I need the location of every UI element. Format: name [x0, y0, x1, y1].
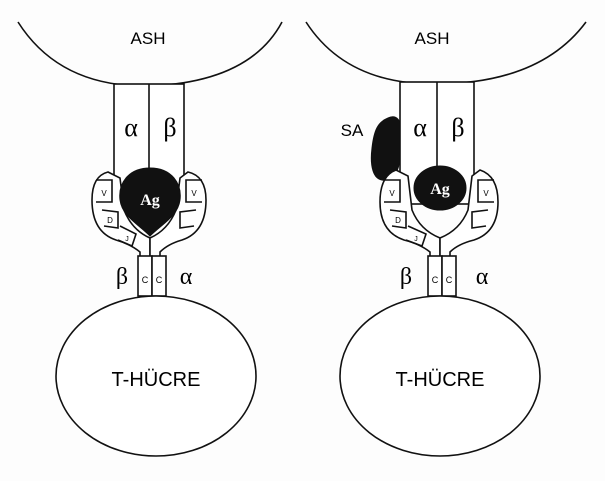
right-mhc-alpha: α	[413, 113, 427, 142]
left-v-label-left: V	[101, 189, 107, 198]
right-j-label: J	[414, 236, 418, 243]
left-d-label: D	[107, 216, 113, 225]
right-c-label-left: C	[432, 275, 439, 285]
right-sa-label: SA	[341, 121, 364, 140]
right-lower-alpha: α	[476, 264, 489, 290]
left-t-cell-label: T-HÜCRE	[112, 369, 201, 391]
right-d-label: D	[395, 216, 401, 225]
left-mhc-alpha: α	[124, 113, 138, 142]
left-c-label-left: C	[142, 275, 149, 285]
right-panel: ASH SA α β V V D J Ag C C β α T-HÜCRE	[306, 22, 586, 456]
right-lower-beta: β	[400, 264, 412, 290]
left-lower-beta: β	[116, 264, 128, 290]
right-antigen-label: Ag	[430, 181, 450, 198]
left-c-label-right: C	[156, 275, 163, 285]
left-j-label: J	[125, 236, 129, 243]
left-mhc-beta: β	[163, 113, 176, 142]
right-apc-label: ASH	[415, 29, 450, 48]
left-lower-alpha: α	[180, 264, 193, 290]
left-apc-label: ASH	[131, 29, 166, 48]
right-v-label-right: V	[483, 189, 489, 198]
right-mhc-beta: β	[451, 113, 464, 142]
left-antigen-label: Ag	[140, 192, 160, 209]
right-v-label-left: V	[389, 189, 395, 198]
right-t-cell-label: T-HÜCRE	[396, 369, 485, 391]
right-c-label-right: C	[446, 275, 453, 285]
left-v-label-right: V	[191, 189, 197, 198]
left-panel: ASH α β V V D J Ag C C β α T-HÜCRE	[18, 22, 282, 456]
